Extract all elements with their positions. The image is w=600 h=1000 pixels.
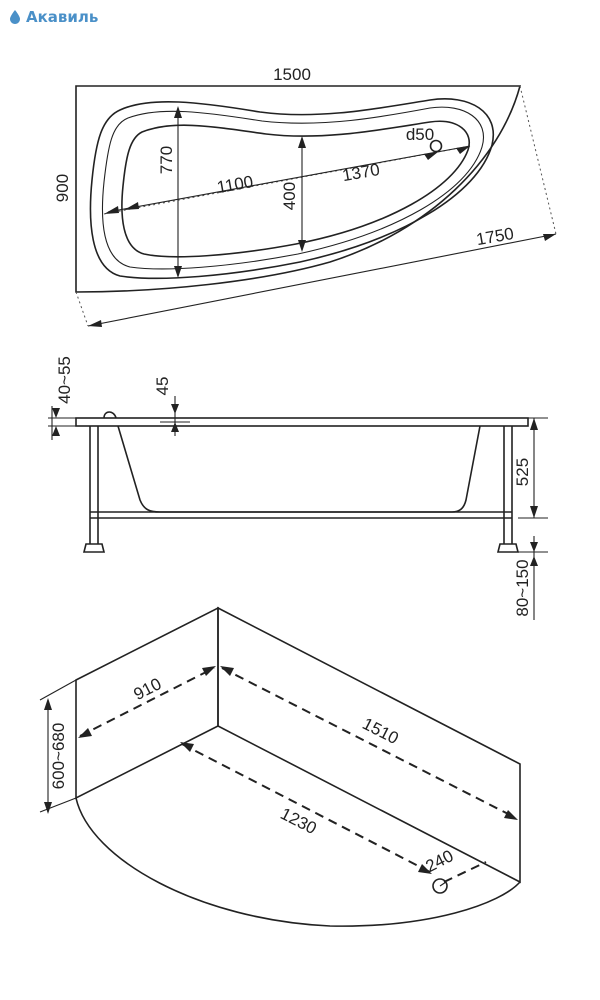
water-drop-icon bbox=[10, 10, 20, 24]
inner-length-label: 1100 bbox=[215, 172, 254, 197]
diagonal-dimension-line bbox=[87, 233, 557, 327]
top-view: 1500 900 1100 1370 770 400 d50 1750 bbox=[53, 65, 557, 327]
leg-height-label: 80~150 bbox=[513, 559, 532, 616]
bowl-inner bbox=[121, 120, 470, 258]
inner-width-mid-label: 400 bbox=[280, 182, 299, 210]
panel-height-label: 600~680 bbox=[49, 723, 68, 790]
front-length-label: 1230 bbox=[277, 804, 319, 838]
panel-view: 910 600~680 1510 1230 240 bbox=[39, 606, 521, 927]
brand-logo: Акавиль bbox=[8, 8, 98, 26]
rim-height-label: 40~55 bbox=[55, 356, 74, 404]
full-length-label: 1370 bbox=[341, 160, 382, 185]
front-length-dimension bbox=[181, 743, 431, 873]
side-width-dimension bbox=[79, 667, 215, 737]
side-view: 40~55 45 525 80~150 bbox=[48, 356, 548, 620]
right-foot bbox=[496, 543, 520, 553]
side-width-label: 910 bbox=[131, 674, 165, 704]
long-side-dimension bbox=[221, 667, 517, 819]
side-bowl bbox=[117, 425, 481, 513]
left-wall bbox=[75, 606, 219, 800]
overflow-knob bbox=[103, 411, 117, 419]
corner-marker-circle bbox=[432, 878, 448, 894]
side-rim bbox=[75, 417, 529, 427]
top-width-label: 1500 bbox=[273, 65, 311, 84]
brand-name: Акавиль bbox=[26, 8, 99, 26]
long-side-label: 1510 bbox=[359, 714, 401, 748]
left-foot bbox=[82, 543, 106, 553]
length-dimension-line bbox=[107, 145, 471, 213]
floor-curve bbox=[75, 797, 521, 927]
rim-outer bbox=[89, 98, 495, 280]
rim-inner bbox=[101, 106, 484, 270]
top-depth-label: 900 bbox=[53, 174, 72, 202]
drain-offset-label: 45 bbox=[153, 377, 172, 396]
corner-radius-dimension bbox=[443, 861, 487, 883]
drain-circle bbox=[429, 139, 443, 153]
inner-width-left-label: 770 bbox=[157, 146, 176, 174]
diagonal-label: 1750 bbox=[475, 224, 516, 249]
drain-label: d50 bbox=[406, 125, 434, 144]
bowl-height-label: 525 bbox=[513, 458, 532, 486]
